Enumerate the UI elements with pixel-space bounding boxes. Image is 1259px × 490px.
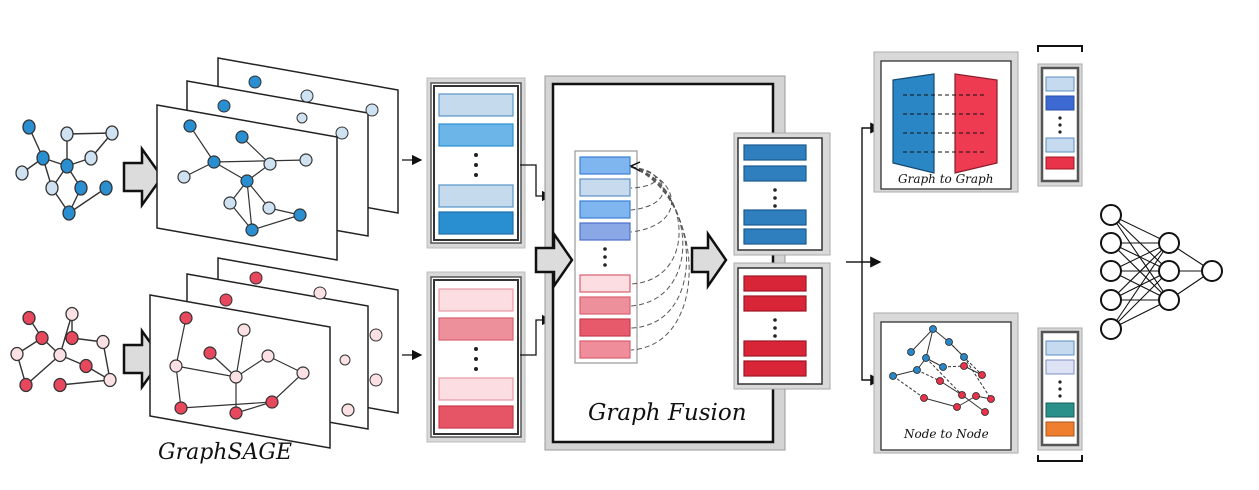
embedding-stack-red — [426, 271, 526, 443]
block-arrow-icon — [690, 229, 728, 291]
mlp-edge — [1110, 270, 1170, 330]
attention-links — [630, 166, 690, 351]
block-arrow-icon — [534, 229, 574, 291]
input-graph-blue-nodes — [15, 119, 119, 221]
fused-embedding-column — [574, 150, 638, 364]
concat-bar-top — [1037, 45, 1083, 187]
graph-fusion-label: Graph Fusion — [588, 400, 747, 426]
graph-to-graph-panel — [873, 51, 1019, 193]
block-arrow-icon — [122, 145, 164, 209]
node-to-node-label: Node to Node — [904, 427, 989, 441]
fused-output-blue — [733, 132, 831, 256]
fused-output-red — [733, 262, 831, 390]
mlp-nodes — [1100, 204, 1223, 340]
connector-red — [520, 314, 553, 356]
mlp-edge — [1110, 242, 1170, 301]
graphsage-label: GraphSAGE — [158, 440, 293, 465]
embedding-stack-blue — [426, 77, 526, 249]
connector-blue — [520, 164, 553, 202]
graphsage-stack-blue — [156, 57, 399, 261]
node-to-node-panel — [873, 312, 1019, 454]
input-graph-red-nodes — [10, 306, 117, 393]
mlp-edge — [1110, 242, 1170, 330]
graphsage-stack-red — [149, 257, 399, 449]
graph-to-graph-label: Graph to Graph — [898, 172, 994, 186]
concat-bar-bottom — [1037, 327, 1083, 462]
